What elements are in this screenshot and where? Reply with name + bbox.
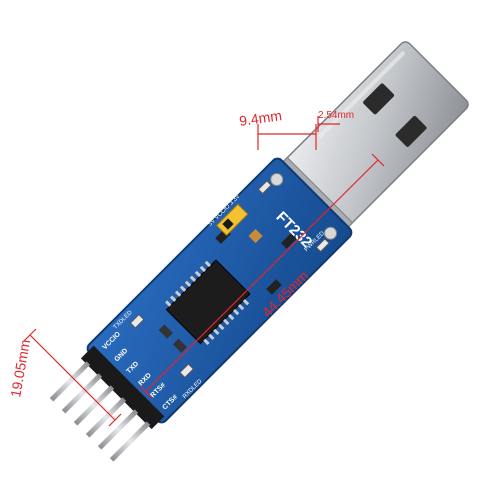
dimension-label-9-4: 9.4mm	[238, 107, 283, 129]
dimension-label-19-05: 19.05mm	[7, 338, 33, 398]
usb-hole	[395, 115, 427, 147]
ft232-chip	[165, 259, 251, 345]
smd-components	[129, 180, 330, 379]
mounting-holes	[270, 172, 338, 240]
dimension-lines	[23, 116, 385, 427]
board-group: VCCIO GND TXD RXD RTS# CTS#	[49, 41, 469, 462]
dimension-label-2-54: 2.54mm	[318, 110, 354, 121]
header-pins	[49, 361, 151, 462]
pin-header	[80, 345, 165, 430]
voltage-jumper	[215, 203, 249, 237]
usb-hole	[363, 83, 395, 115]
